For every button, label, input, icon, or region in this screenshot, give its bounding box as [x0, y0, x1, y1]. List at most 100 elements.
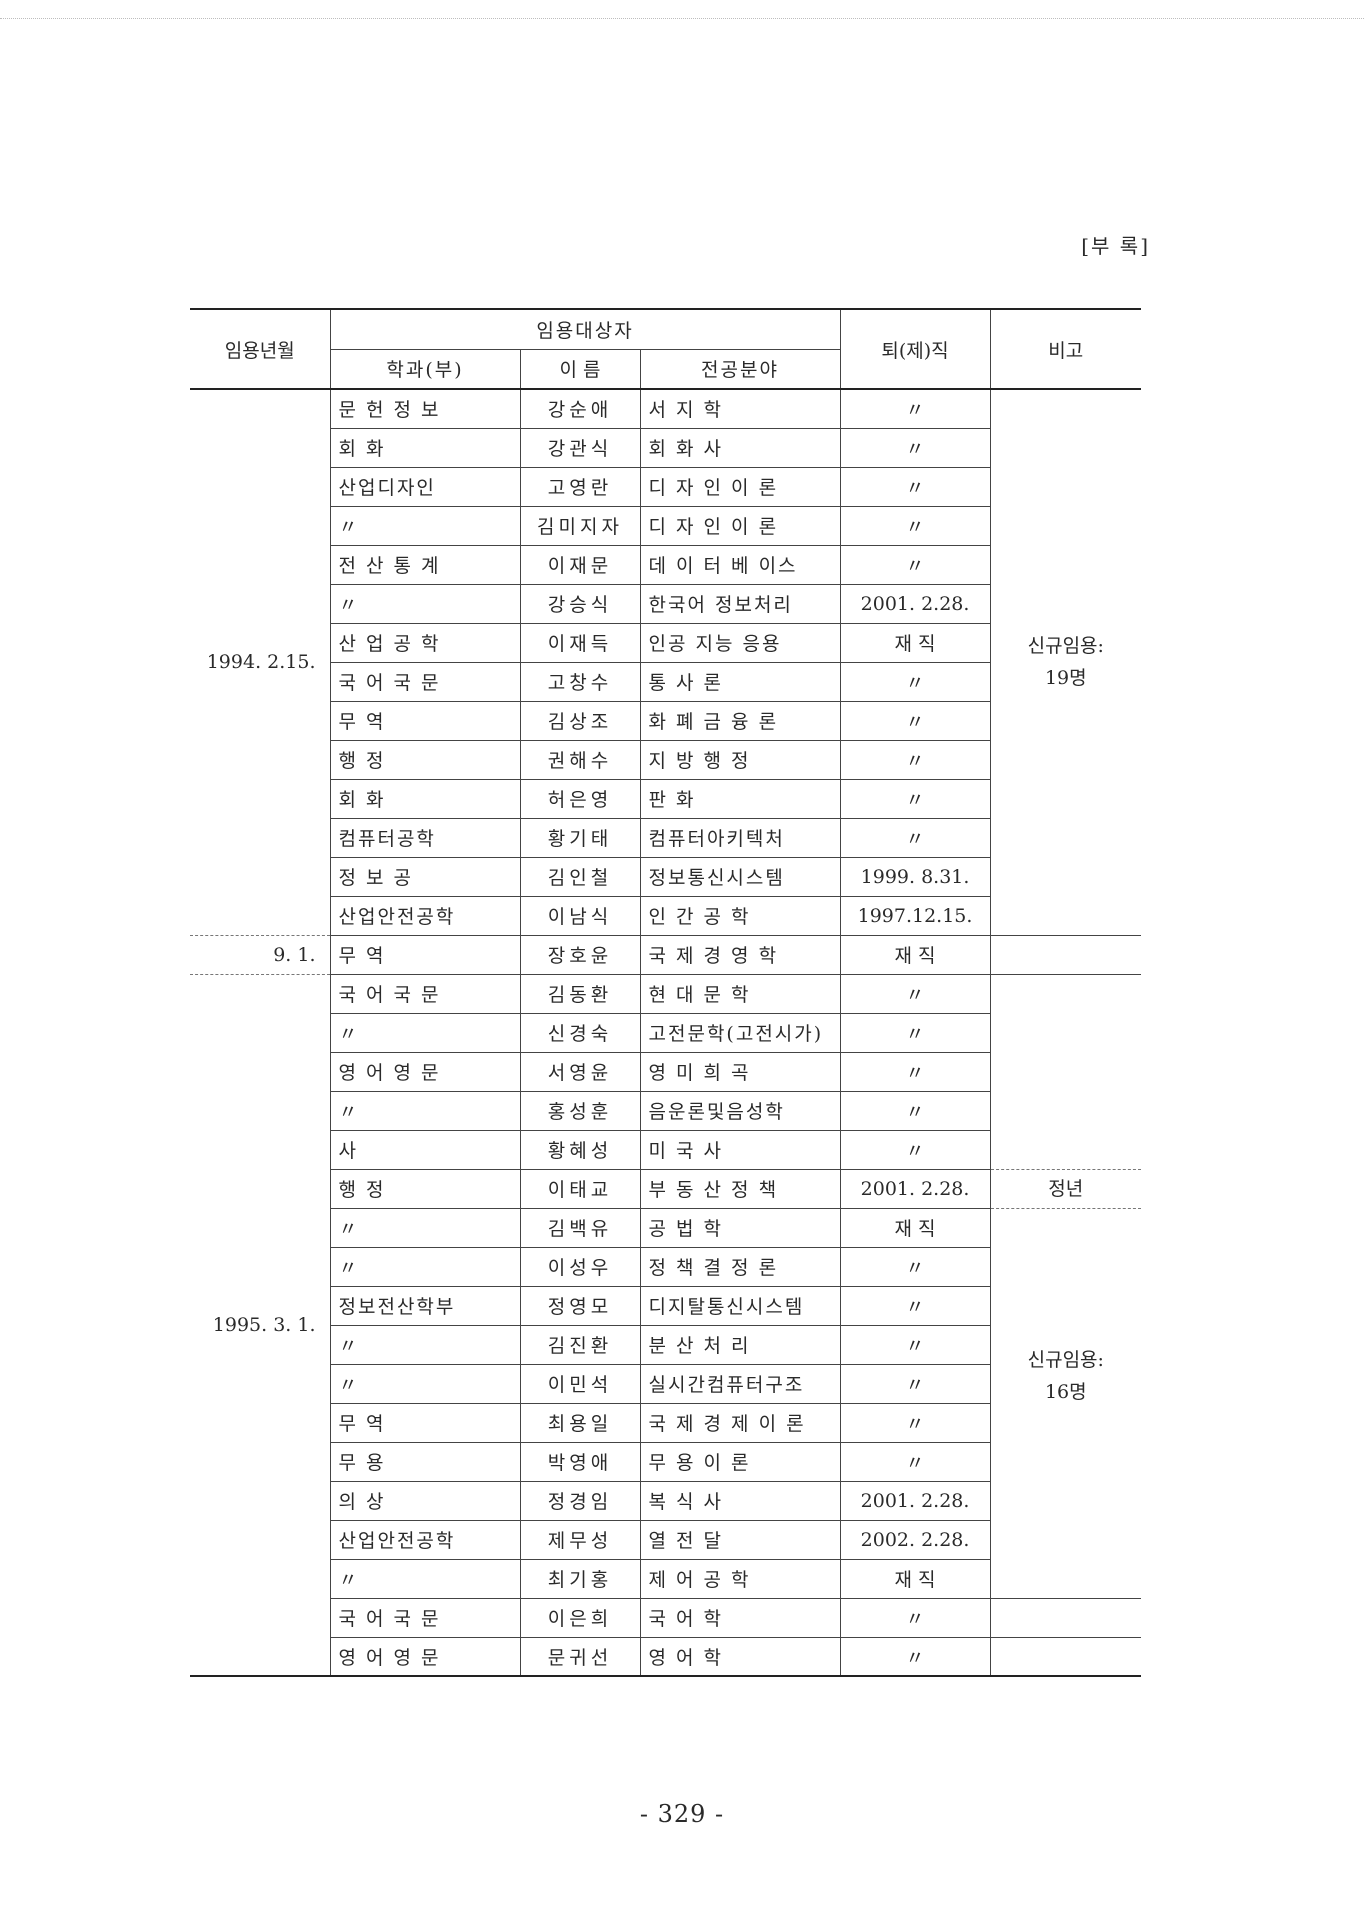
field-cell: 현 대 문 학 [640, 974, 841, 1014]
field-cell: 화 폐 금 융 론 [640, 701, 841, 741]
status-cell: 1997.12.15. [840, 896, 991, 936]
status-cell: 〃 [840, 1052, 991, 1092]
dept-cell: 산업디자인 [329, 467, 521, 507]
field-cell: 지 방 행 정 [640, 740, 841, 780]
dept-cell: 무 역 [329, 1403, 521, 1443]
field-cell: 실시간컴퓨터구조 [640, 1364, 841, 1404]
dept-cell: 무 용 [329, 1442, 521, 1482]
field-cell: 영 미 희 곡 [640, 1052, 841, 1092]
header-name: 이 름 [520, 349, 641, 390]
name-cell: 최용일 [520, 1403, 641, 1443]
dept-cell: 〃 [329, 1325, 521, 1365]
header-target: 임용대상자 [329, 309, 841, 350]
name-cell: 김미지자 [520, 506, 641, 546]
note-cell [990, 974, 1141, 1169]
status-cell: 재 직 [840, 623, 991, 663]
status-cell: 1999. 8.31. [840, 857, 991, 897]
name-cell: 문귀선 [520, 1637, 641, 1677]
status-cell: 〃 [840, 1598, 991, 1638]
note-cell: 신규임용:16명 [990, 1208, 1142, 1599]
status-cell: 〃 [840, 1286, 991, 1326]
field-cell: 판 화 [640, 779, 841, 819]
dept-cell: 무 역 [329, 935, 521, 975]
note-cell [990, 1637, 1141, 1676]
note-line: 신규임용: [1027, 635, 1104, 658]
status-cell: 〃 [840, 974, 991, 1014]
note-cell: 신규임용: 19명 [990, 389, 1142, 936]
field-cell: 공 법 학 [640, 1208, 841, 1248]
field-cell: 컴퓨터아키텍처 [640, 818, 841, 858]
name-cell: 이태교 [520, 1169, 641, 1209]
status-cell: 2002. 2.28. [840, 1520, 991, 1560]
name-cell: 허은영 [520, 779, 641, 819]
field-cell: 제 어 공 학 [640, 1559, 841, 1599]
field-cell: 복 식 사 [640, 1481, 841, 1521]
status-cell: 〃 [840, 1130, 991, 1170]
field-cell: 영 어 학 [640, 1637, 841, 1677]
name-cell: 박영애 [520, 1442, 641, 1482]
dept-cell: 회 화 [329, 779, 521, 819]
name-cell: 김상조 [520, 701, 641, 741]
field-cell: 데 이 터 베 이스 [640, 545, 841, 585]
name-cell: 이남식 [520, 896, 641, 936]
status-cell: 〃 [840, 467, 991, 507]
dept-cell: 행 정 [329, 740, 521, 780]
dept-cell: 전 산 통 계 [329, 545, 521, 585]
dept-cell: 〃 [329, 1559, 521, 1599]
status-cell: 〃 [840, 1442, 991, 1482]
appointment-date: 1994. 2.15. [190, 389, 330, 936]
dept-cell: 국 어 국 문 [329, 662, 521, 702]
dept-cell: 컴퓨터공학 [329, 818, 521, 858]
dept-cell: 영 어 영 문 [329, 1637, 521, 1677]
status-cell: 〃 [840, 1364, 991, 1404]
dept-cell: 문 헌 정 보 [329, 389, 521, 429]
dept-cell: 정보전산학부 [329, 1286, 521, 1326]
dept-cell: 국 어 국 문 [329, 1598, 521, 1638]
name-cell: 김백유 [520, 1208, 641, 1248]
dept-cell: 무 역 [329, 701, 521, 741]
name-cell: 고창수 [520, 662, 641, 702]
status-cell: 〃 [840, 1091, 991, 1131]
note-line: 19명 [1044, 667, 1087, 690]
note-cell-retire: 정년 [990, 1168, 1142, 1209]
name-cell: 김진환 [520, 1325, 641, 1365]
name-cell: 이재문 [520, 545, 641, 585]
status-cell: 〃 [840, 1247, 991, 1287]
status-cell: 재 직 [840, 1559, 991, 1599]
status-cell: 〃 [840, 818, 991, 858]
header-date: 임용년월 [190, 309, 330, 390]
appointment-table: 임용년월 임용대상자 퇴(제)직 비고 학과(부) 이 름 전공분야 1994.… [190, 308, 1142, 1677]
name-cell: 서영윤 [520, 1052, 641, 1092]
name-cell: 김인철 [520, 857, 641, 897]
name-cell: 김동환 [520, 974, 641, 1014]
status-cell: 2001. 2.28. [840, 1481, 991, 1521]
field-cell: 디 자 인 이 론 [640, 467, 841, 507]
status-cell: 〃 [840, 740, 991, 780]
dept-cell: 국 어 국 문 [329, 974, 521, 1014]
note-cell [990, 935, 1142, 975]
appointment-date: 9. 1. [190, 935, 330, 975]
dept-cell: 행 정 [329, 1169, 521, 1209]
field-cell: 정 책 결 정 론 [640, 1247, 841, 1287]
field-cell: 국 제 경 제 이 론 [640, 1403, 841, 1443]
dept-cell: 정 보 공 [329, 857, 521, 897]
name-cell: 신경숙 [520, 1013, 641, 1053]
name-cell: 권해수 [520, 740, 641, 780]
